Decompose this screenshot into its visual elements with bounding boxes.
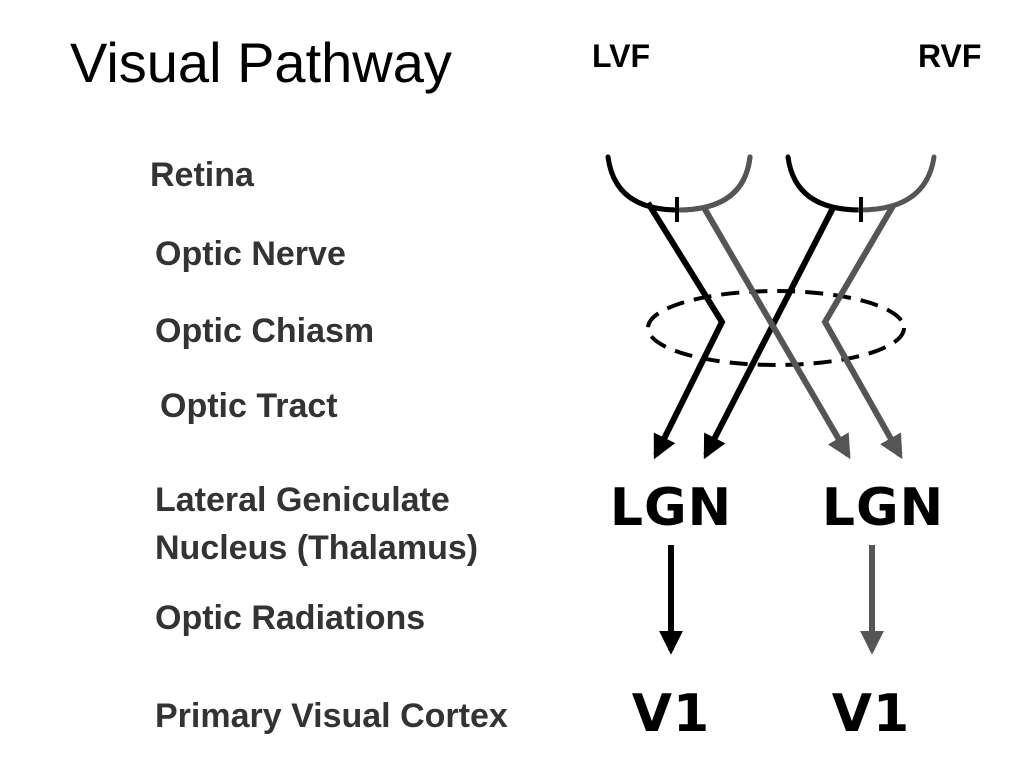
right-eye-retina-right-half — [857, 154, 937, 213]
stage-primary-visual-cortex-label: Primary Visual Cortex — [155, 697, 508, 735]
left-visual-field-label: LVF — [592, 38, 651, 74]
stage-retina-label: Retina — [150, 156, 254, 194]
page-title: Visual Pathway — [70, 31, 452, 94]
left-eye-retina-right-half — [676, 154, 753, 213]
right-eye-retina-left-half — [785, 154, 863, 213]
right-visual-field-label: RVF — [918, 38, 982, 74]
stage-optic-radiations-label: Optic Radiations — [155, 599, 426, 637]
stage-optic-nerve-label: Optic Nerve — [155, 235, 346, 273]
lgn-left-label: LGN — [609, 478, 733, 538]
lgn-right-label: LGN — [821, 478, 945, 538]
stage-lgn-label-line2: Nucleus (Thalamus) — [155, 529, 479, 567]
left-eye-nasal-fibers — [700, 204, 851, 460]
stage-optic-tract-label: Optic Tract — [160, 387, 338, 425]
v1-right-label: V1 — [831, 684, 911, 744]
stage-optic-chiasm-label: Optic Chiasm — [155, 312, 375, 350]
optic-chiasm-outline — [646, 289, 906, 367]
stage-lgn-label-line1: Lateral Geniculate — [155, 481, 450, 519]
left-eye-temporal-fibers — [645, 201, 726, 460]
right-eye-nasal-fibers — [703, 204, 837, 460]
v1-left-label: V1 — [631, 684, 711, 744]
right-eye-temporal-fibers — [821, 204, 903, 460]
